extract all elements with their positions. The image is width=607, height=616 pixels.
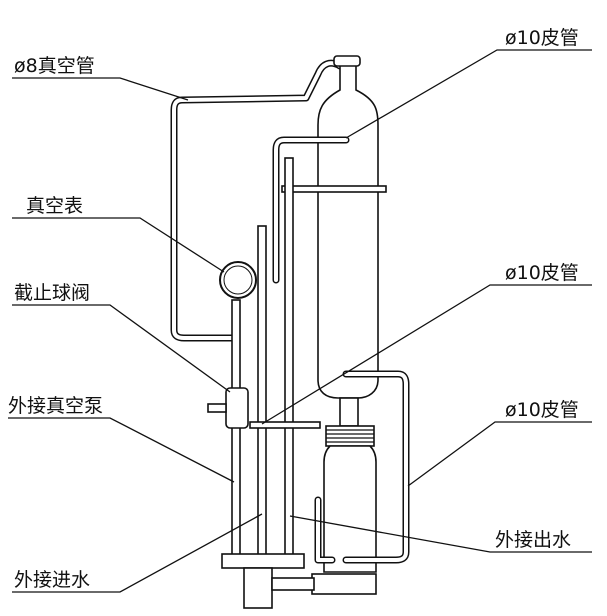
cooling-hoses	[272, 136, 410, 564]
ball-valve	[207, 387, 249, 429]
base-fittings	[221, 553, 315, 609]
label-water-inlet: 外接进水	[14, 569, 90, 591]
vacuum-gauge	[219, 261, 257, 299]
label-hose-top: ø10皮管	[505, 27, 579, 49]
condenser-column	[281, 55, 387, 427]
label-water-outlet: 外接出水	[495, 529, 571, 551]
label-ball-valve: 截止球阀	[14, 282, 90, 304]
vacuum-tube	[170, 59, 344, 342]
label-hose-middle: ø10皮管	[505, 262, 579, 284]
label-vacuum-gauge: 真空表	[26, 195, 83, 217]
collection-bottle	[311, 425, 377, 595]
label-vacuum-tube: ø8真空管	[14, 55, 95, 77]
leader-lines	[8, 49, 592, 593]
label-hose-lower: ø10皮管	[505, 399, 579, 421]
label-vacuum-pump: 外接真空泵	[8, 395, 103, 417]
